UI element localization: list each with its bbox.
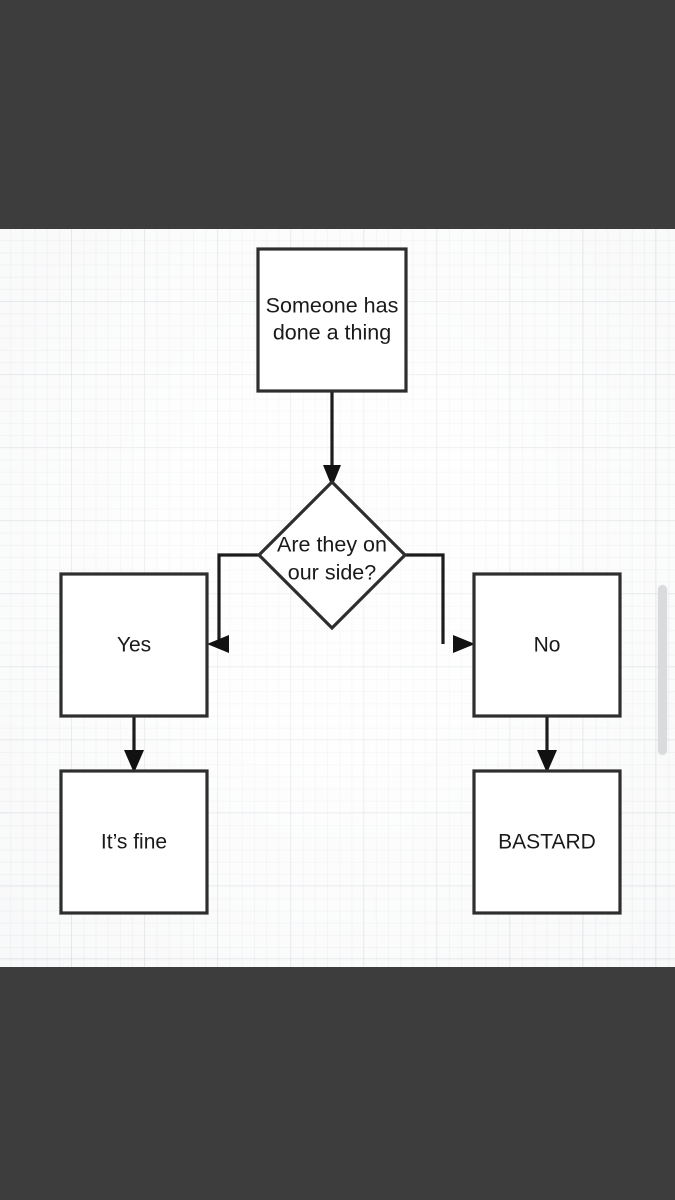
flowchart-photo: Someone has done a thing Are they on our… bbox=[0, 229, 675, 967]
node-no-label: No bbox=[534, 634, 561, 657]
edge-yes-to-itsfine bbox=[124, 716, 144, 773]
node-its-fine[interactable]: It’s fine bbox=[59, 769, 209, 915]
scrollbar-track[interactable] bbox=[657, 229, 671, 967]
node-start[interactable]: Someone has done a thing bbox=[256, 247, 408, 393]
flowchart-diagram: Someone has done a thing Are they on our… bbox=[59, 247, 622, 915]
node-decision[interactable]: Are they on our side? bbox=[256, 479, 408, 631]
node-yes[interactable]: Yes bbox=[59, 572, 209, 718]
edge-no-to-bastard bbox=[537, 716, 557, 773]
node-bastard[interactable]: BASTARD bbox=[472, 769, 622, 915]
node-start-line1: Someone has bbox=[266, 294, 399, 318]
node-decision-line1: Are they on bbox=[277, 533, 387, 557]
letterbox-bar-bottom bbox=[0, 967, 675, 1200]
node-no[interactable]: No bbox=[472, 572, 622, 718]
letterbox-bar-top bbox=[0, 0, 675, 229]
node-its-fine-label: It’s fine bbox=[101, 831, 167, 854]
edge-decision-to-yes bbox=[207, 553, 259, 653]
node-yes-label: Yes bbox=[117, 634, 151, 657]
edge-decision-to-no bbox=[405, 553, 475, 653]
node-start-line2: done a thing bbox=[273, 321, 391, 345]
node-decision-line2: our side? bbox=[288, 561, 376, 585]
node-bastard-label: BASTARD bbox=[498, 831, 596, 854]
edge-start-to-decision bbox=[323, 391, 341, 487]
scrollbar-thumb[interactable] bbox=[658, 585, 667, 755]
